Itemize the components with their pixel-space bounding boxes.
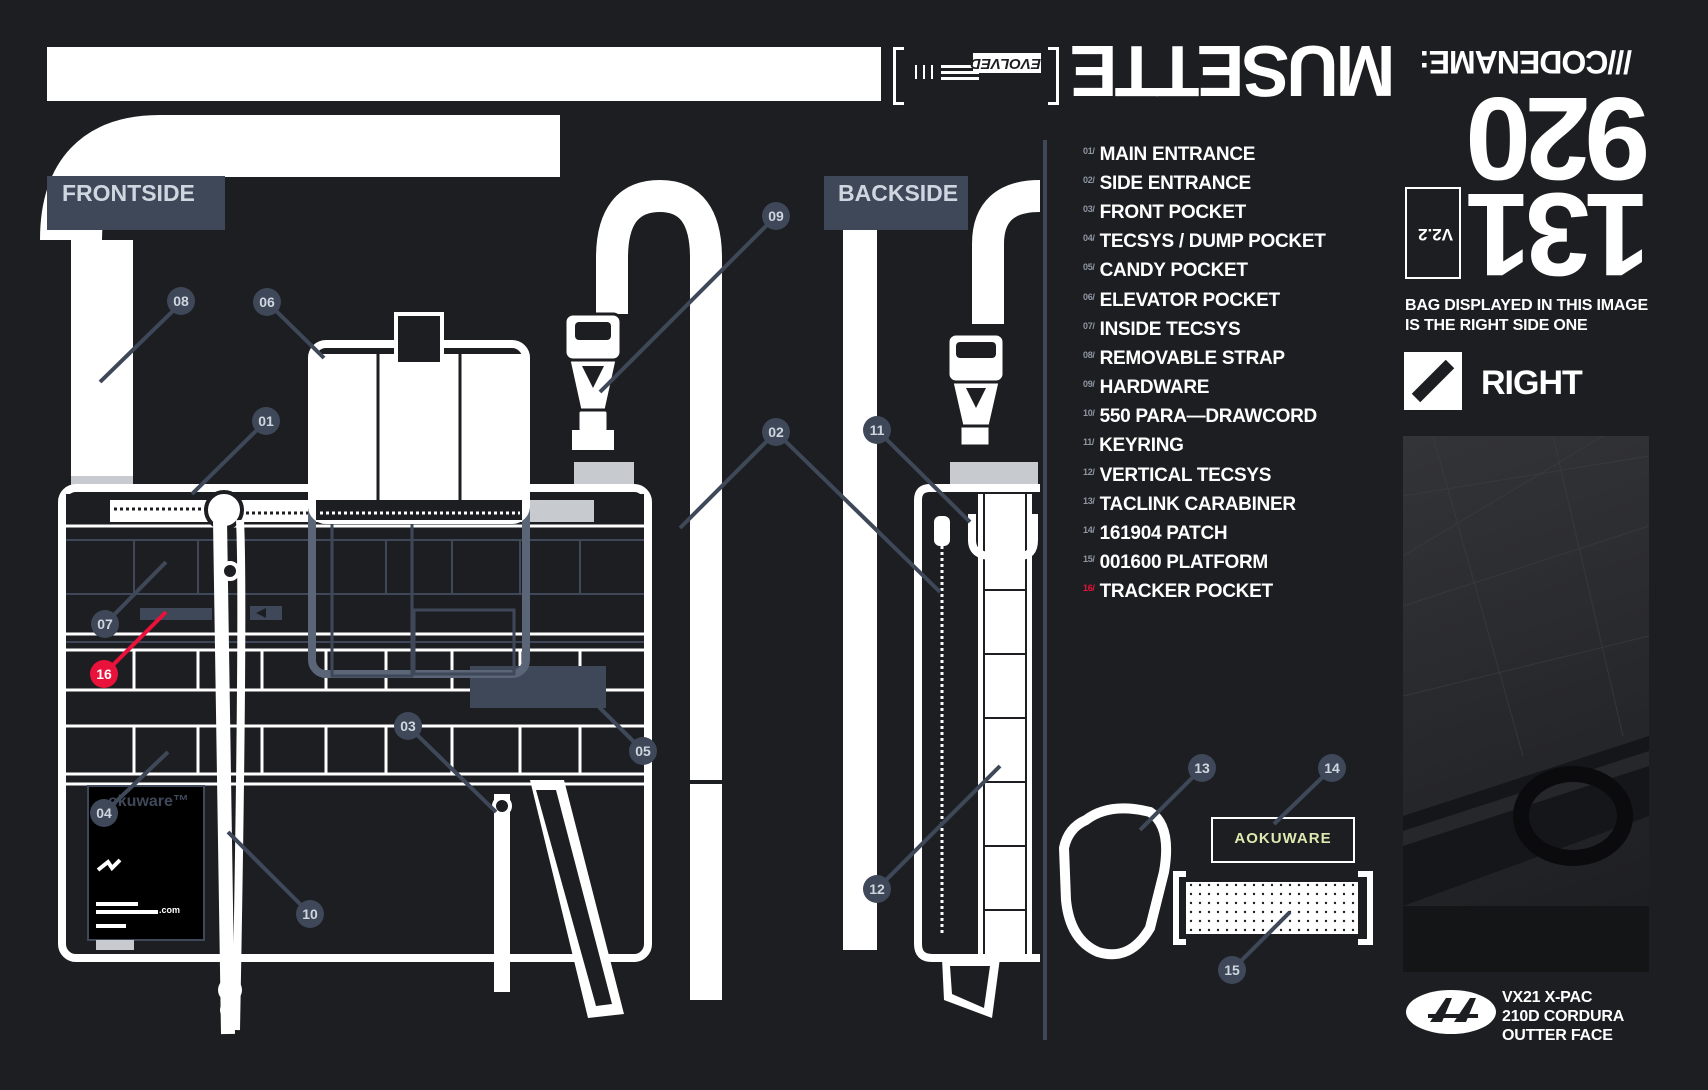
callout-13: 13 <box>1194 760 1210 776</box>
front-pull-strap <box>492 780 624 1018</box>
callout-01: 01 <box>258 413 274 429</box>
legend-item: 04/TECSYS / DUMP POCKET <box>1083 231 1326 252</box>
header-bar <box>47 47 881 101</box>
legend-item: 15/001600 PLATFORM <box>1083 552 1268 573</box>
callout-11: 11 <box>870 422 885 438</box>
divider <box>1043 140 1047 1040</box>
callout-03: 03 <box>400 718 416 734</box>
callout-bubbles <box>90 202 1346 984</box>
side-label: RIGHT <box>1481 364 1583 402</box>
side-info-line1: BAG DISPLAYED IN THIS IMAGE <box>1405 297 1648 314</box>
legend-item: 12/VERTICAL TECSYS <box>1083 465 1272 486</box>
legend-item: 05/CANDY POCKET <box>1083 260 1248 281</box>
callout-16: 16 <box>96 666 112 682</box>
legend-item: 10/550 PARA—DRAWCORD <box>1083 406 1317 427</box>
frontside-label: FRONTSIDE <box>62 180 195 206</box>
elevator-pocket <box>308 312 530 678</box>
patch-text: AOKUWARE <box>1234 830 1332 847</box>
material-line3: OUTTER FACE <box>1502 1027 1613 1044</box>
patch <box>1211 817 1355 863</box>
legend-item: 01/MAIN ENTRANCE <box>1083 144 1256 165</box>
callout-06: 06 <box>259 294 275 310</box>
legend-item: 11/KEYRING <box>1083 435 1184 456</box>
callout-08: 08 <box>173 293 189 309</box>
brand-logo-icon <box>1406 990 1496 1034</box>
legend-item: 14/161904 PATCH <box>1083 523 1228 544</box>
callout-07: 07 <box>97 616 113 632</box>
callout-02: 02 <box>768 424 784 440</box>
tag-brand: okuware™ <box>108 793 189 810</box>
front-buckle <box>563 312 634 484</box>
backside-label: BACKSIDE <box>838 180 959 206</box>
speed-lines-icon <box>915 65 979 80</box>
legend-item: 02/SIDE ENTRANCE <box>1083 173 1251 194</box>
carabiner <box>1058 803 1172 960</box>
back-strap <box>843 180 1041 950</box>
legend-item: 16/TRACKER POCKET <box>1083 581 1273 602</box>
slash-icon <box>1404 352 1462 410</box>
legend-item: 07/INSIDE TECSYS <box>1083 319 1241 340</box>
callout-09: 09 <box>768 208 784 224</box>
back-bag-body <box>914 484 1040 1018</box>
fabric-photo <box>1403 436 1649 972</box>
legend-item: 09/HARDWARE <box>1083 377 1210 398</box>
callout-04: 04 <box>96 805 112 821</box>
platform <box>1173 871 1373 945</box>
side-info-line2: IS THE RIGHT SIDE ONE <box>1405 317 1588 334</box>
callout-14: 14 <box>1324 760 1340 776</box>
legend-item: 08/REMOVABLE STRAP <box>1083 348 1285 369</box>
drawcord <box>204 490 246 1035</box>
tag-domain: .com <box>159 905 181 915</box>
legend-item: 06/ELEVATOR POCKET <box>1083 290 1280 311</box>
evolved-bracket: EVOLVED <box>893 47 1063 105</box>
material-line1: VX21 X-PAC <box>1502 989 1593 1006</box>
material-line2: 210D CORDURA <box>1502 1008 1625 1025</box>
callout-05: 05 <box>635 743 651 759</box>
callout-12: 12 <box>869 881 885 897</box>
callout-15: 15 <box>1224 962 1240 978</box>
callout-10: 10 <box>302 906 318 922</box>
legend-item: 13/TACLINK CARABINER <box>1083 494 1296 515</box>
legend-item: 03/FRONT POCKET <box>1083 202 1246 223</box>
